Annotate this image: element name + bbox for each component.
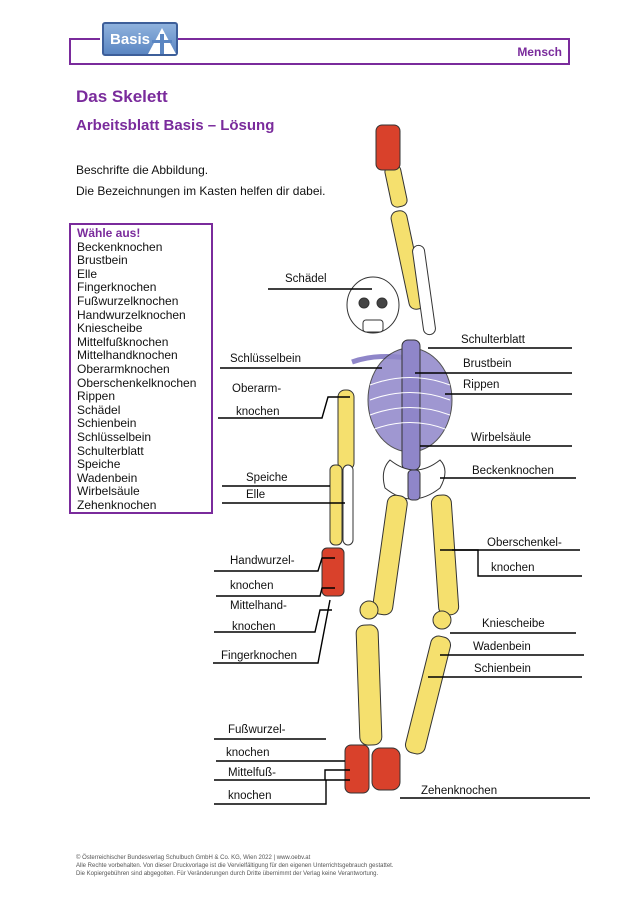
- label-mittelhand-2: knochen: [232, 621, 276, 633]
- label-speiche: Speiche: [246, 472, 288, 484]
- choice-item: Schienbein: [77, 416, 137, 431]
- footer-line-1: © Österreichischer Bundesverlag Schulbuc…: [76, 855, 311, 861]
- header-bar: Mensch: [69, 38, 570, 65]
- page-subtitle: Arbeitsblatt Basis – Lösung: [76, 117, 275, 134]
- choice-item: Schädel: [77, 402, 121, 417]
- choice-item: Zehenknochen: [77, 497, 157, 512]
- choice-item: Mittelfußknochen: [77, 334, 169, 349]
- instruction-2: Die Bezeichnungen im Kasten helfen dir d…: [76, 184, 326, 198]
- label-oberschenkel-2: knochen: [491, 562, 535, 574]
- choice-item: Schulterblatt: [77, 443, 144, 458]
- choice-heading: Wähle aus!: [77, 226, 141, 240]
- label-finger: Fingerknochen: [221, 650, 298, 662]
- choice-box: Wähle aus! Beckenknochen Brustbein Elle …: [69, 223, 213, 514]
- label-fusswurzel-1: Fußwurzel-: [228, 724, 286, 736]
- footer-line-3: Die Kopiergebühren sind abgegolten. Für …: [76, 871, 379, 877]
- choice-item: Handwurzelknochen: [77, 307, 186, 322]
- label-mittelhand-1: Mittelhand-: [230, 600, 287, 612]
- choice-item: Mittelhandknochen: [77, 348, 178, 363]
- label-schienbein: Schienbein: [474, 663, 531, 675]
- label-brustbein: Brustbein: [463, 358, 512, 370]
- logo-triangle-icon: [148, 28, 176, 54]
- label-schluesselbein: Schlüsselbein: [230, 353, 301, 365]
- label-kniescheibe: Kniescheibe: [482, 618, 545, 630]
- label-oberarm-1: Oberarm-: [232, 383, 282, 395]
- choice-item: Elle: [77, 266, 98, 281]
- label-elle: Elle: [246, 489, 266, 501]
- label-becken: Beckenknochen: [472, 465, 554, 477]
- label-zehen: Zehenknochen: [421, 785, 498, 797]
- label-fusswurzel-2: knochen: [226, 747, 270, 759]
- choice-item: Wirbelsäule: [77, 484, 140, 499]
- logo-text: Basis: [110, 31, 151, 48]
- label-handwurzel-2: knochen: [230, 580, 274, 592]
- label-wirbelsaeule: Wirbelsäule: [471, 432, 532, 444]
- label-mittelfuss-1: Mittelfuß-: [228, 767, 276, 779]
- choice-item: Brustbein: [77, 253, 128, 268]
- section-label: Mensch: [517, 45, 562, 59]
- label-mittelfuss-2: knochen: [228, 790, 272, 802]
- choice-item: Fingerknochen: [77, 280, 157, 295]
- choice-item: Beckenknochen: [77, 239, 163, 254]
- label-schulterblatt: Schulterblatt: [461, 334, 525, 346]
- choice-item: Rippen: [77, 389, 116, 404]
- label-wadenbein: Wadenbein: [473, 641, 531, 653]
- choice-item: Kniescheibe: [77, 321, 143, 336]
- instruction-1: Beschrifte die Abbildung.: [76, 163, 209, 177]
- label-oberschenkel-1: Oberschenkel-: [487, 537, 562, 549]
- choice-item: Fußwurzelknochen: [77, 293, 179, 308]
- choice-item: Schlüsselbein: [77, 429, 152, 444]
- basis-logo: Basis: [100, 22, 178, 56]
- footer-line-2: Alle Rechte vorbehalten. Von dieser Druc…: [76, 863, 394, 869]
- choice-item: Oberschenkelknochen: [77, 375, 197, 390]
- choice-item: Wadenbein: [77, 470, 138, 485]
- label-rippen: Rippen: [463, 379, 500, 391]
- page-title: Das Skelett: [76, 87, 168, 106]
- label-schaedel: Schädel: [285, 273, 327, 285]
- label-oberarm-2: knochen: [236, 406, 280, 418]
- choice-item: Speiche: [77, 457, 121, 472]
- choice-item: Oberarmknochen: [77, 361, 170, 376]
- label-handwurzel-1: Handwurzel-: [230, 555, 295, 567]
